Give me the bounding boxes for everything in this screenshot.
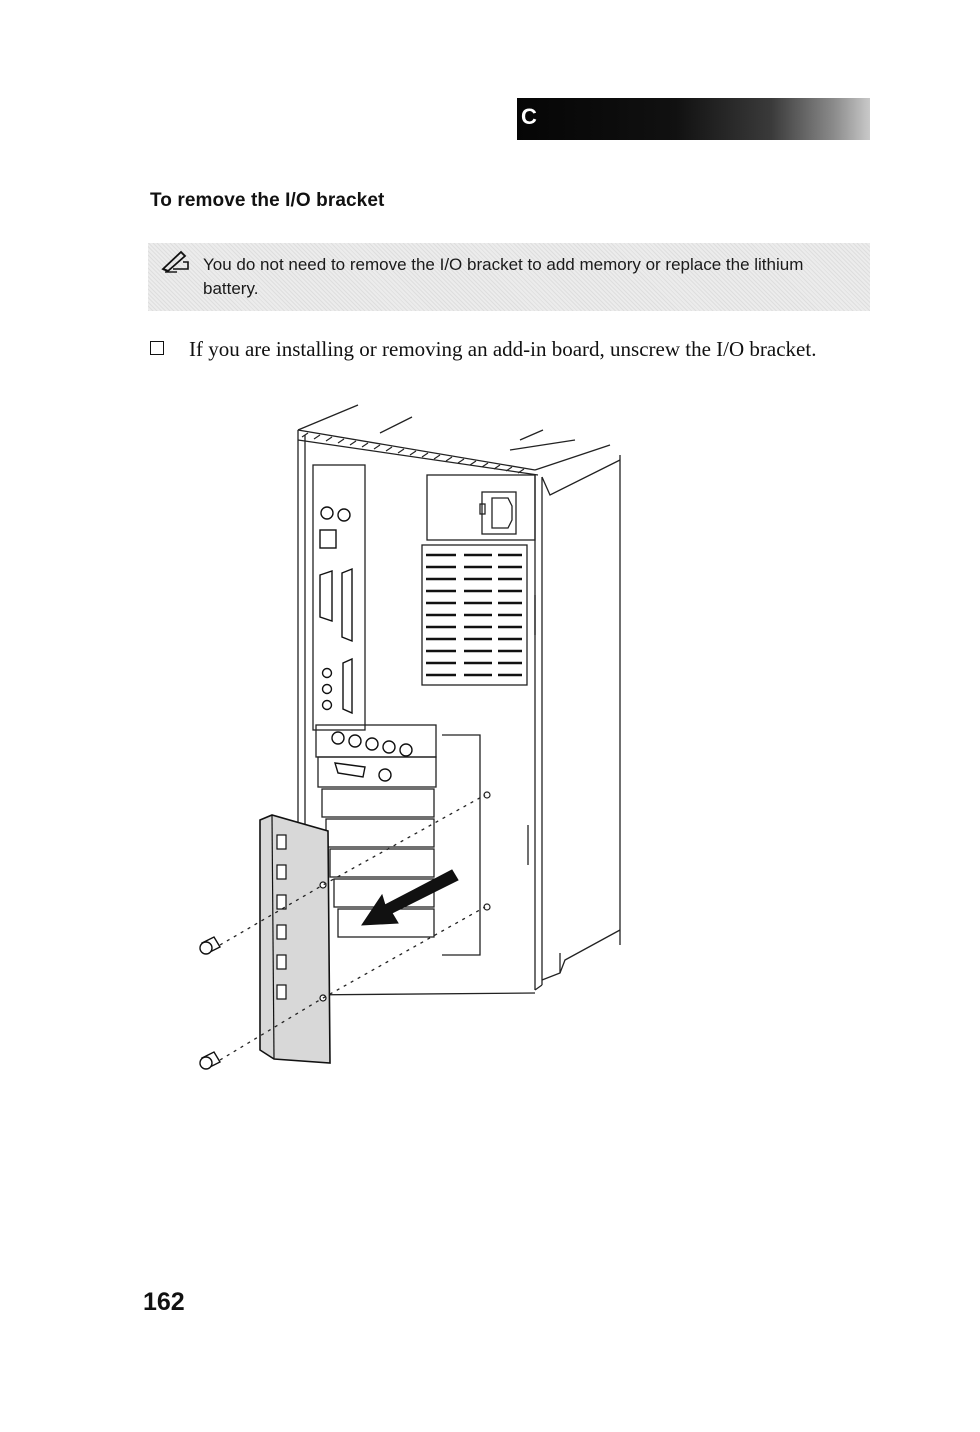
checkbox-icon	[150, 341, 164, 355]
pencil-note-icon	[161, 249, 189, 273]
step-text: If you are installing or removing an add…	[189, 336, 829, 362]
chapter-tab: C	[517, 98, 870, 140]
io-bracket-removal-illustration	[180, 395, 650, 1085]
page-number: 162	[143, 1288, 185, 1317]
chapter-tab-letter: C	[521, 104, 537, 130]
section-heading: To remove the I/O bracket	[150, 190, 384, 212]
note-box: You do not need to remove the I/O bracke…	[148, 243, 870, 311]
note-text: You do not need to remove the I/O bracke…	[203, 253, 853, 301]
